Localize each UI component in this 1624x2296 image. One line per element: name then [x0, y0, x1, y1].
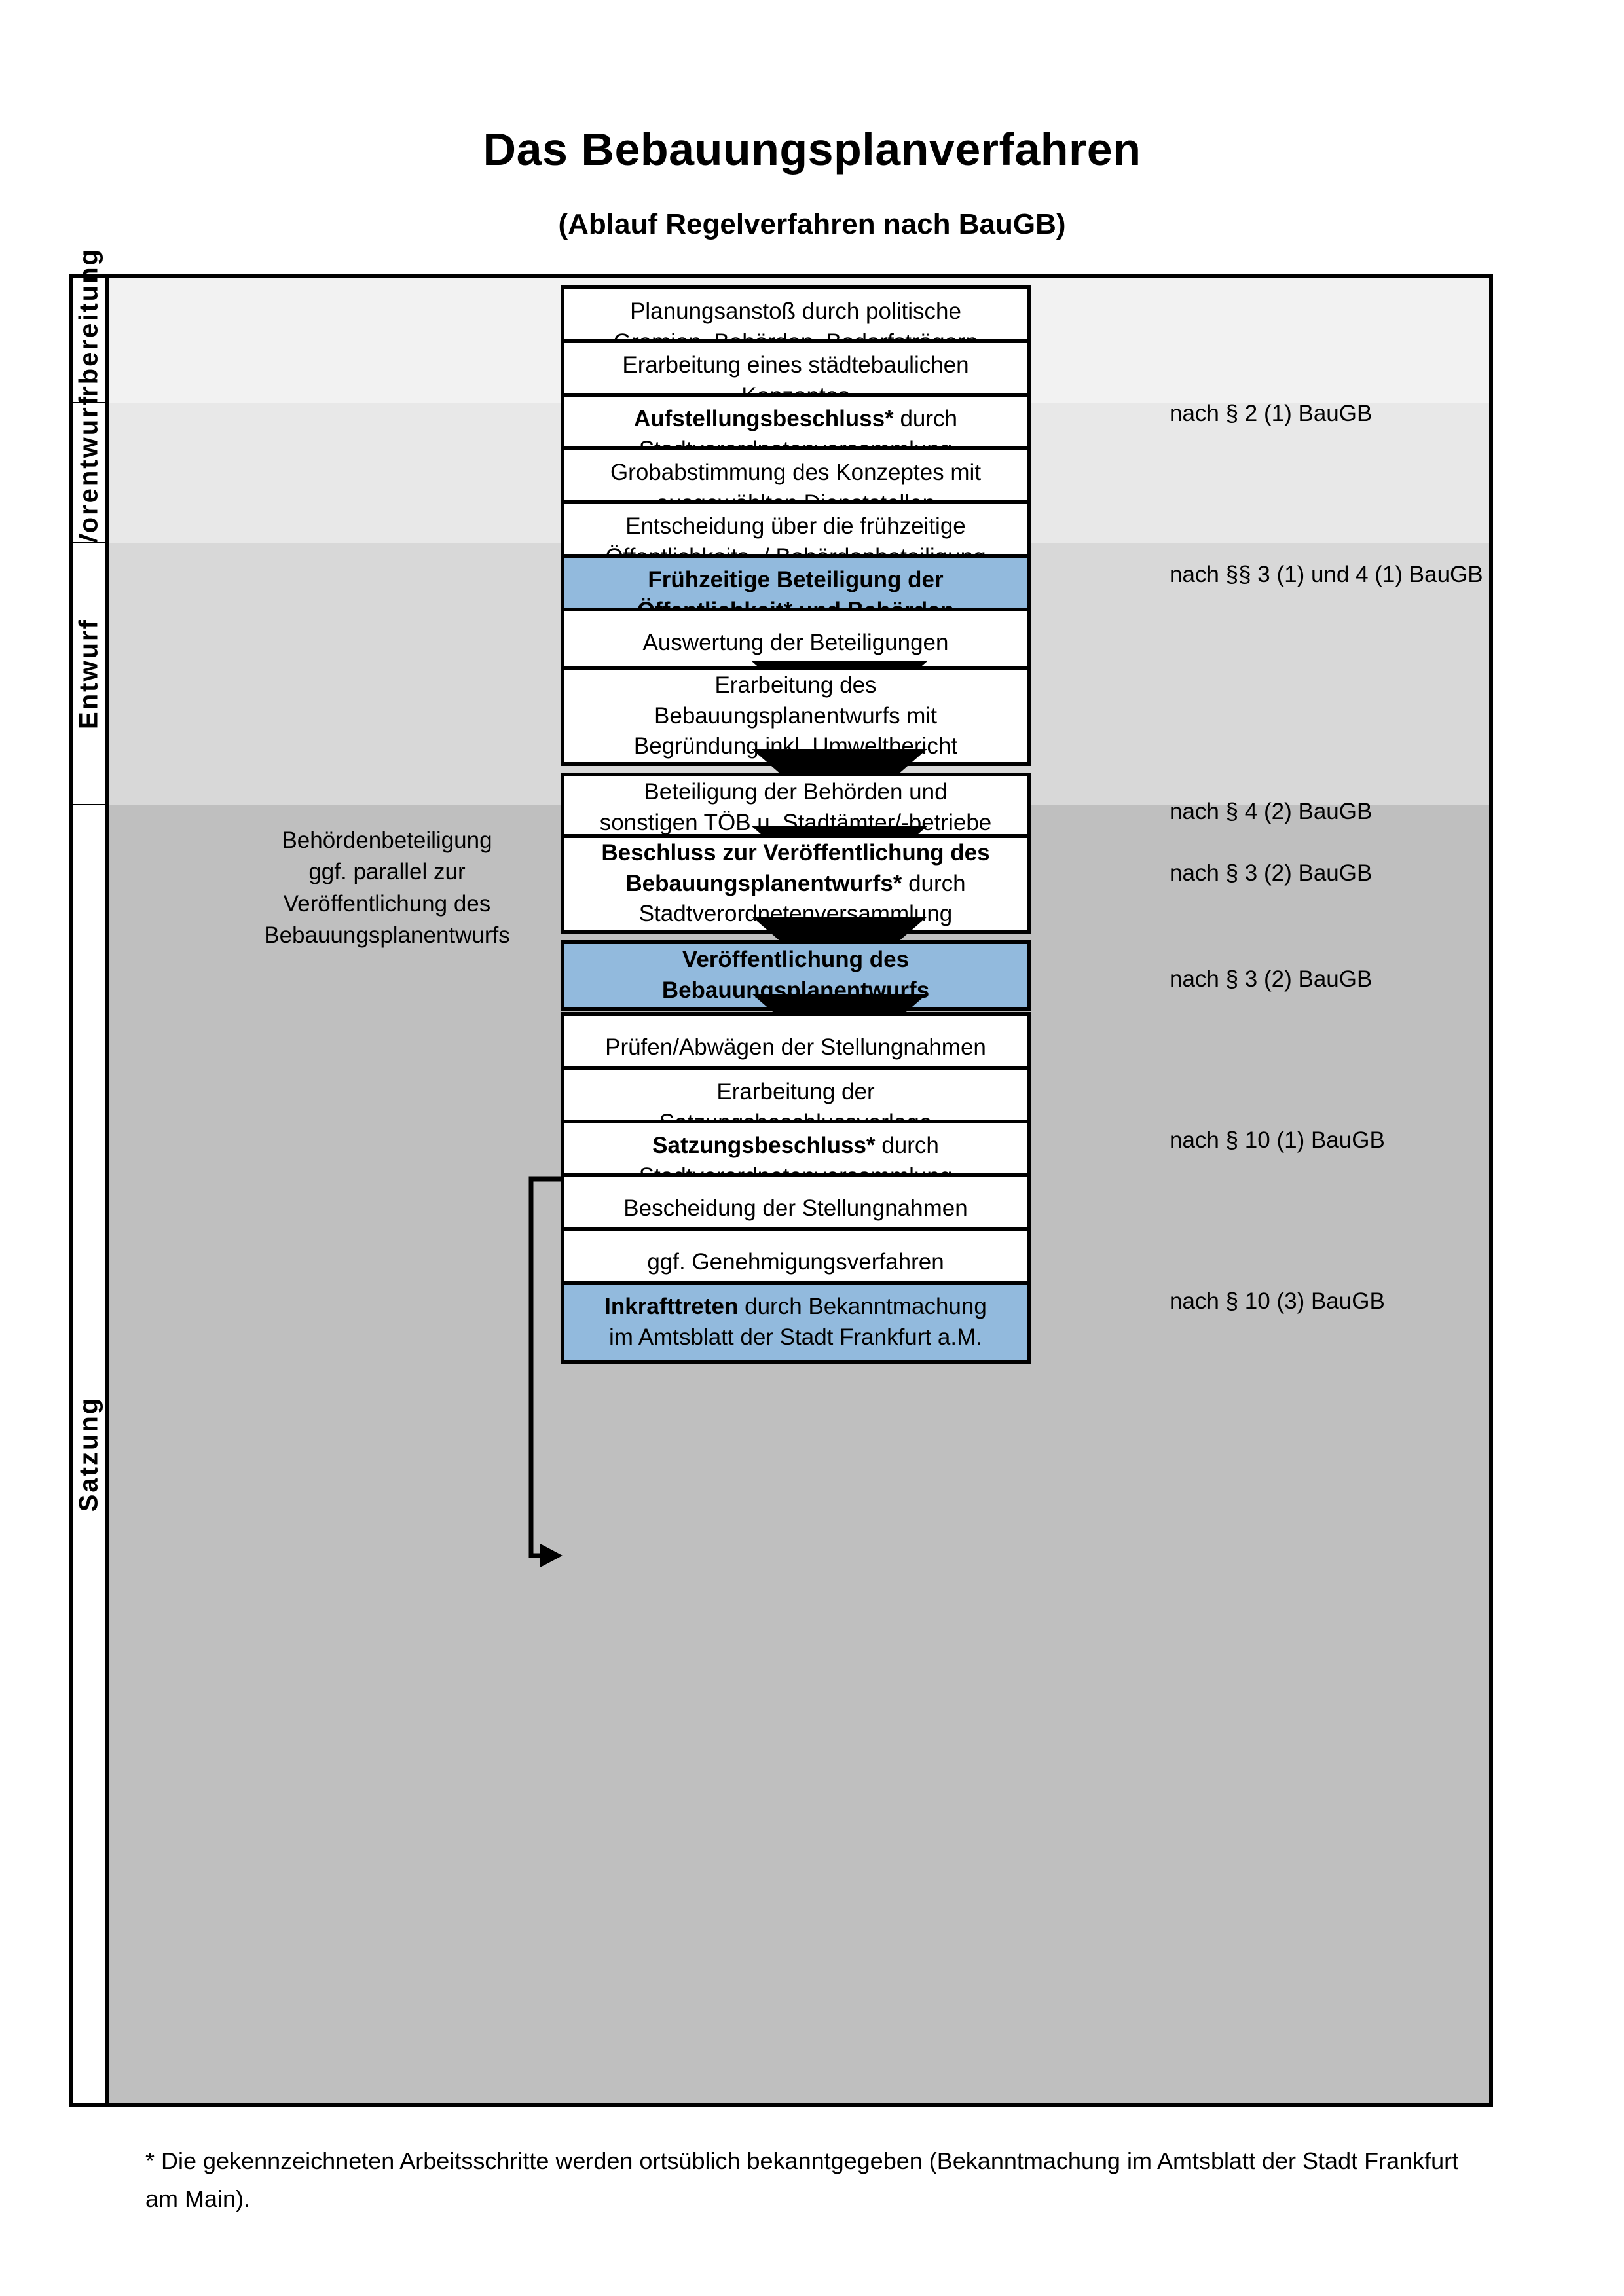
flow-node-inkrafttreten[interactable]: Inkrafttreten durch Bekanntmachung im Amt…	[561, 1281, 1031, 1364]
node-text-line: Inkrafttreten durch Bekanntmachung	[604, 1294, 987, 1320]
legal-ref-ref-3-2a: nach § 3 (2) BauGB	[1170, 860, 1373, 886]
node-text: Auswertung der Beteiligungen	[643, 628, 949, 659]
node-text-line: ggf. Genehmigungsverfahren	[647, 1248, 944, 1275]
legal-ref-ref-4-2: nach § 4 (2) BauGB	[1170, 799, 1373, 824]
node-text-line: Bebauungsplanentwurfs* durch	[625, 870, 966, 896]
node-text: ggf. Genehmigungsverfahren	[647, 1247, 944, 1278]
sidenote-line-3: Veröffentlichung des	[283, 890, 491, 917]
stage-label-vorentwurf: Vorentwurf	[74, 394, 103, 551]
page-subtitle: (Ablauf Regelverfahren nach BauGB)	[558, 208, 1066, 240]
node-text-line: Veröffentlichung des	[682, 947, 910, 973]
node-text-line: Beteiligung der Behörden und	[644, 779, 948, 805]
node-text-line: im Amtsblatt der Stadt Frankfurt a.M.	[609, 1324, 982, 1350]
legal-ref-ref-10-1: nach § 10 (1) BauGB	[1170, 1127, 1385, 1153]
sidenote-line-2: ggf. parallel zur	[308, 859, 466, 885]
legal-ref-ref-3-1-4-1: nach §§ 3 (1) und 4 (1) BauGB	[1170, 562, 1483, 587]
stage-label-cell-vorentwurf: Vorentwurf	[73, 395, 105, 551]
legal-ref-ref-3-2b: nach § 3 (2) BauGB	[1170, 966, 1373, 992]
node-text-line: Erarbeitung eines städtebaulichen	[622, 352, 969, 378]
node-text-line: Satzungsbeschluss* durch	[652, 1133, 939, 1159]
sidenote-line-1: Behördenbeteiligung	[282, 828, 492, 853]
flowchart-frame: Vorbereitung Vorentwurf Entwurf Satzung …	[69, 247, 1493, 2107]
node-text-line: Planungsanstoß durch politische	[630, 299, 961, 325]
node-text-line: Auswertung der Beteiligungen	[642, 629, 949, 655]
node-text: Prüfen/Abwägen der Stellungnahmen	[605, 1032, 986, 1063]
node-text-line: Bebauungsplanentwurfs mit	[654, 702, 937, 729]
footnote: * Die gekennzeichneten Arbeitsschritte w…	[145, 2147, 1459, 2212]
legal-ref-ref-2-1: nach § 2 (1) BauGB	[1170, 401, 1373, 426]
node-text-line: Frühzeitige Beteiligung der	[648, 567, 944, 593]
node-text-line: Erarbeitung des	[714, 672, 877, 699]
stage-label-rail: Vorbereitung Vorentwurf Entwurf Satzung	[73, 247, 109, 2103]
stage-label-cell-entwurf: Entwurf	[73, 543, 105, 805]
page-title: Das Bebauungsplanverfahren	[483, 124, 1141, 175]
legal-ref-ref-10-3: nach § 10 (3) BauGB	[1170, 1288, 1385, 1314]
node-text: Bescheidung der Stellungnahmen	[623, 1194, 967, 1224]
stage-label-satzung: Satzung	[74, 1396, 103, 1512]
node-text-line: Grobabstimmung des Konzeptes mit	[610, 460, 982, 486]
node-text-line: Aufstellungsbeschluss* durch	[633, 406, 958, 432]
node-text-line: Beschluss zur Veröffentlichung des	[601, 840, 990, 866]
node-text: Inkrafttreten durch Bekanntmachung im Amt…	[604, 1292, 987, 1353]
sidenote-line-4: Bebauungsplanentwurfs	[264, 922, 510, 948]
node-text-line: Bescheidung der Stellungnahmen	[623, 1195, 968, 1221]
node-text-line: Erarbeitung der	[716, 1079, 875, 1105]
stage-label-entwurf: Entwurf	[74, 618, 103, 729]
stage-label-cell-vorbereitung: Vorbereitung	[73, 247, 105, 432]
node-text-line: Prüfen/Abwägen der Stellungnahmen	[605, 1034, 986, 1060]
node-text-line: Entscheidung über die frühzeitige	[625, 513, 966, 539]
stage-label-cell-satzung: Satzung	[73, 805, 105, 2103]
sidenote-behoerdenbeteiligung: Behördenbeteiligung ggf. parallel zur Ve…	[236, 825, 538, 951]
